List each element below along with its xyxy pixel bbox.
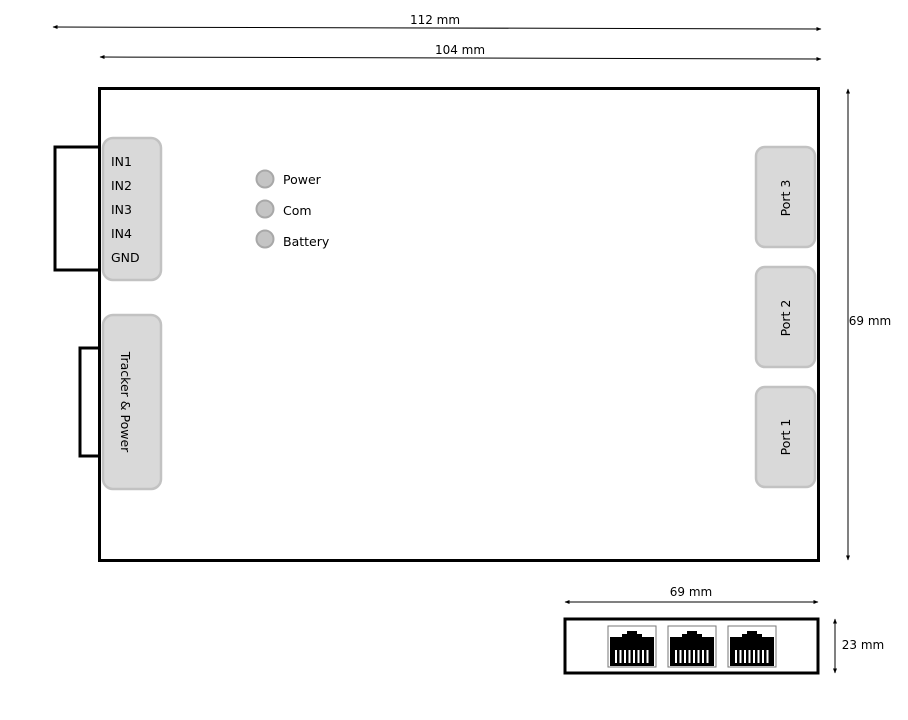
pin-label: IN2 bbox=[111, 178, 132, 193]
port-3: Port 3 bbox=[754, 145, 817, 249]
dimension-side-height: 23 mm bbox=[833, 618, 884, 674]
port-1: Port 1 bbox=[754, 385, 817, 489]
led-power: Power bbox=[255, 169, 322, 189]
port-label: Port 3 bbox=[778, 180, 793, 217]
board-outline bbox=[98, 87, 820, 562]
dimension-overall-width: 112 mm bbox=[52, 13, 822, 31]
dimension-board-width: 104 mm bbox=[99, 43, 822, 61]
led-com: Com bbox=[255, 199, 312, 219]
rj45-icon bbox=[667, 625, 717, 668]
port-2: Port 2 bbox=[754, 265, 817, 369]
pin-label: GND bbox=[111, 250, 140, 265]
dimension-label: 69 mm bbox=[670, 585, 712, 599]
side-view-outline bbox=[563, 617, 820, 675]
led-label: Power bbox=[283, 172, 322, 187]
rj45-ports bbox=[607, 625, 777, 668]
led-label: Battery bbox=[283, 234, 330, 249]
port-label: Port 2 bbox=[778, 300, 793, 337]
dimension-label: 104 mm bbox=[435, 43, 485, 57]
pin-label: IN3 bbox=[111, 202, 132, 217]
dimension-side-width: 69 mm bbox=[564, 585, 819, 604]
rj45-icon bbox=[607, 625, 657, 668]
pin-label: IN4 bbox=[111, 226, 132, 241]
dimension-label: 69 mm bbox=[849, 314, 891, 328]
tracker-bracket bbox=[78, 346, 99, 458]
led-label: Com bbox=[283, 203, 312, 218]
led-battery: Battery bbox=[255, 229, 330, 249]
dimension-label: 112 mm bbox=[410, 13, 460, 27]
led-icon bbox=[255, 229, 275, 249]
rj45-icon bbox=[727, 625, 777, 668]
tracker-power-connector: Tracker & Power bbox=[101, 313, 163, 491]
dimension-height: 69 mm bbox=[846, 88, 891, 561]
led-icon bbox=[255, 199, 275, 219]
dimension-label: 23 mm bbox=[842, 638, 884, 652]
connector-label: Tracker & Power bbox=[118, 351, 133, 453]
terminal-block: IN1 IN2 IN3 IN4 GND bbox=[101, 136, 163, 282]
pin-label: IN1 bbox=[111, 154, 132, 169]
terminal-bracket bbox=[53, 145, 99, 272]
port-label: Port 1 bbox=[778, 419, 793, 456]
led-icon bbox=[255, 169, 275, 189]
